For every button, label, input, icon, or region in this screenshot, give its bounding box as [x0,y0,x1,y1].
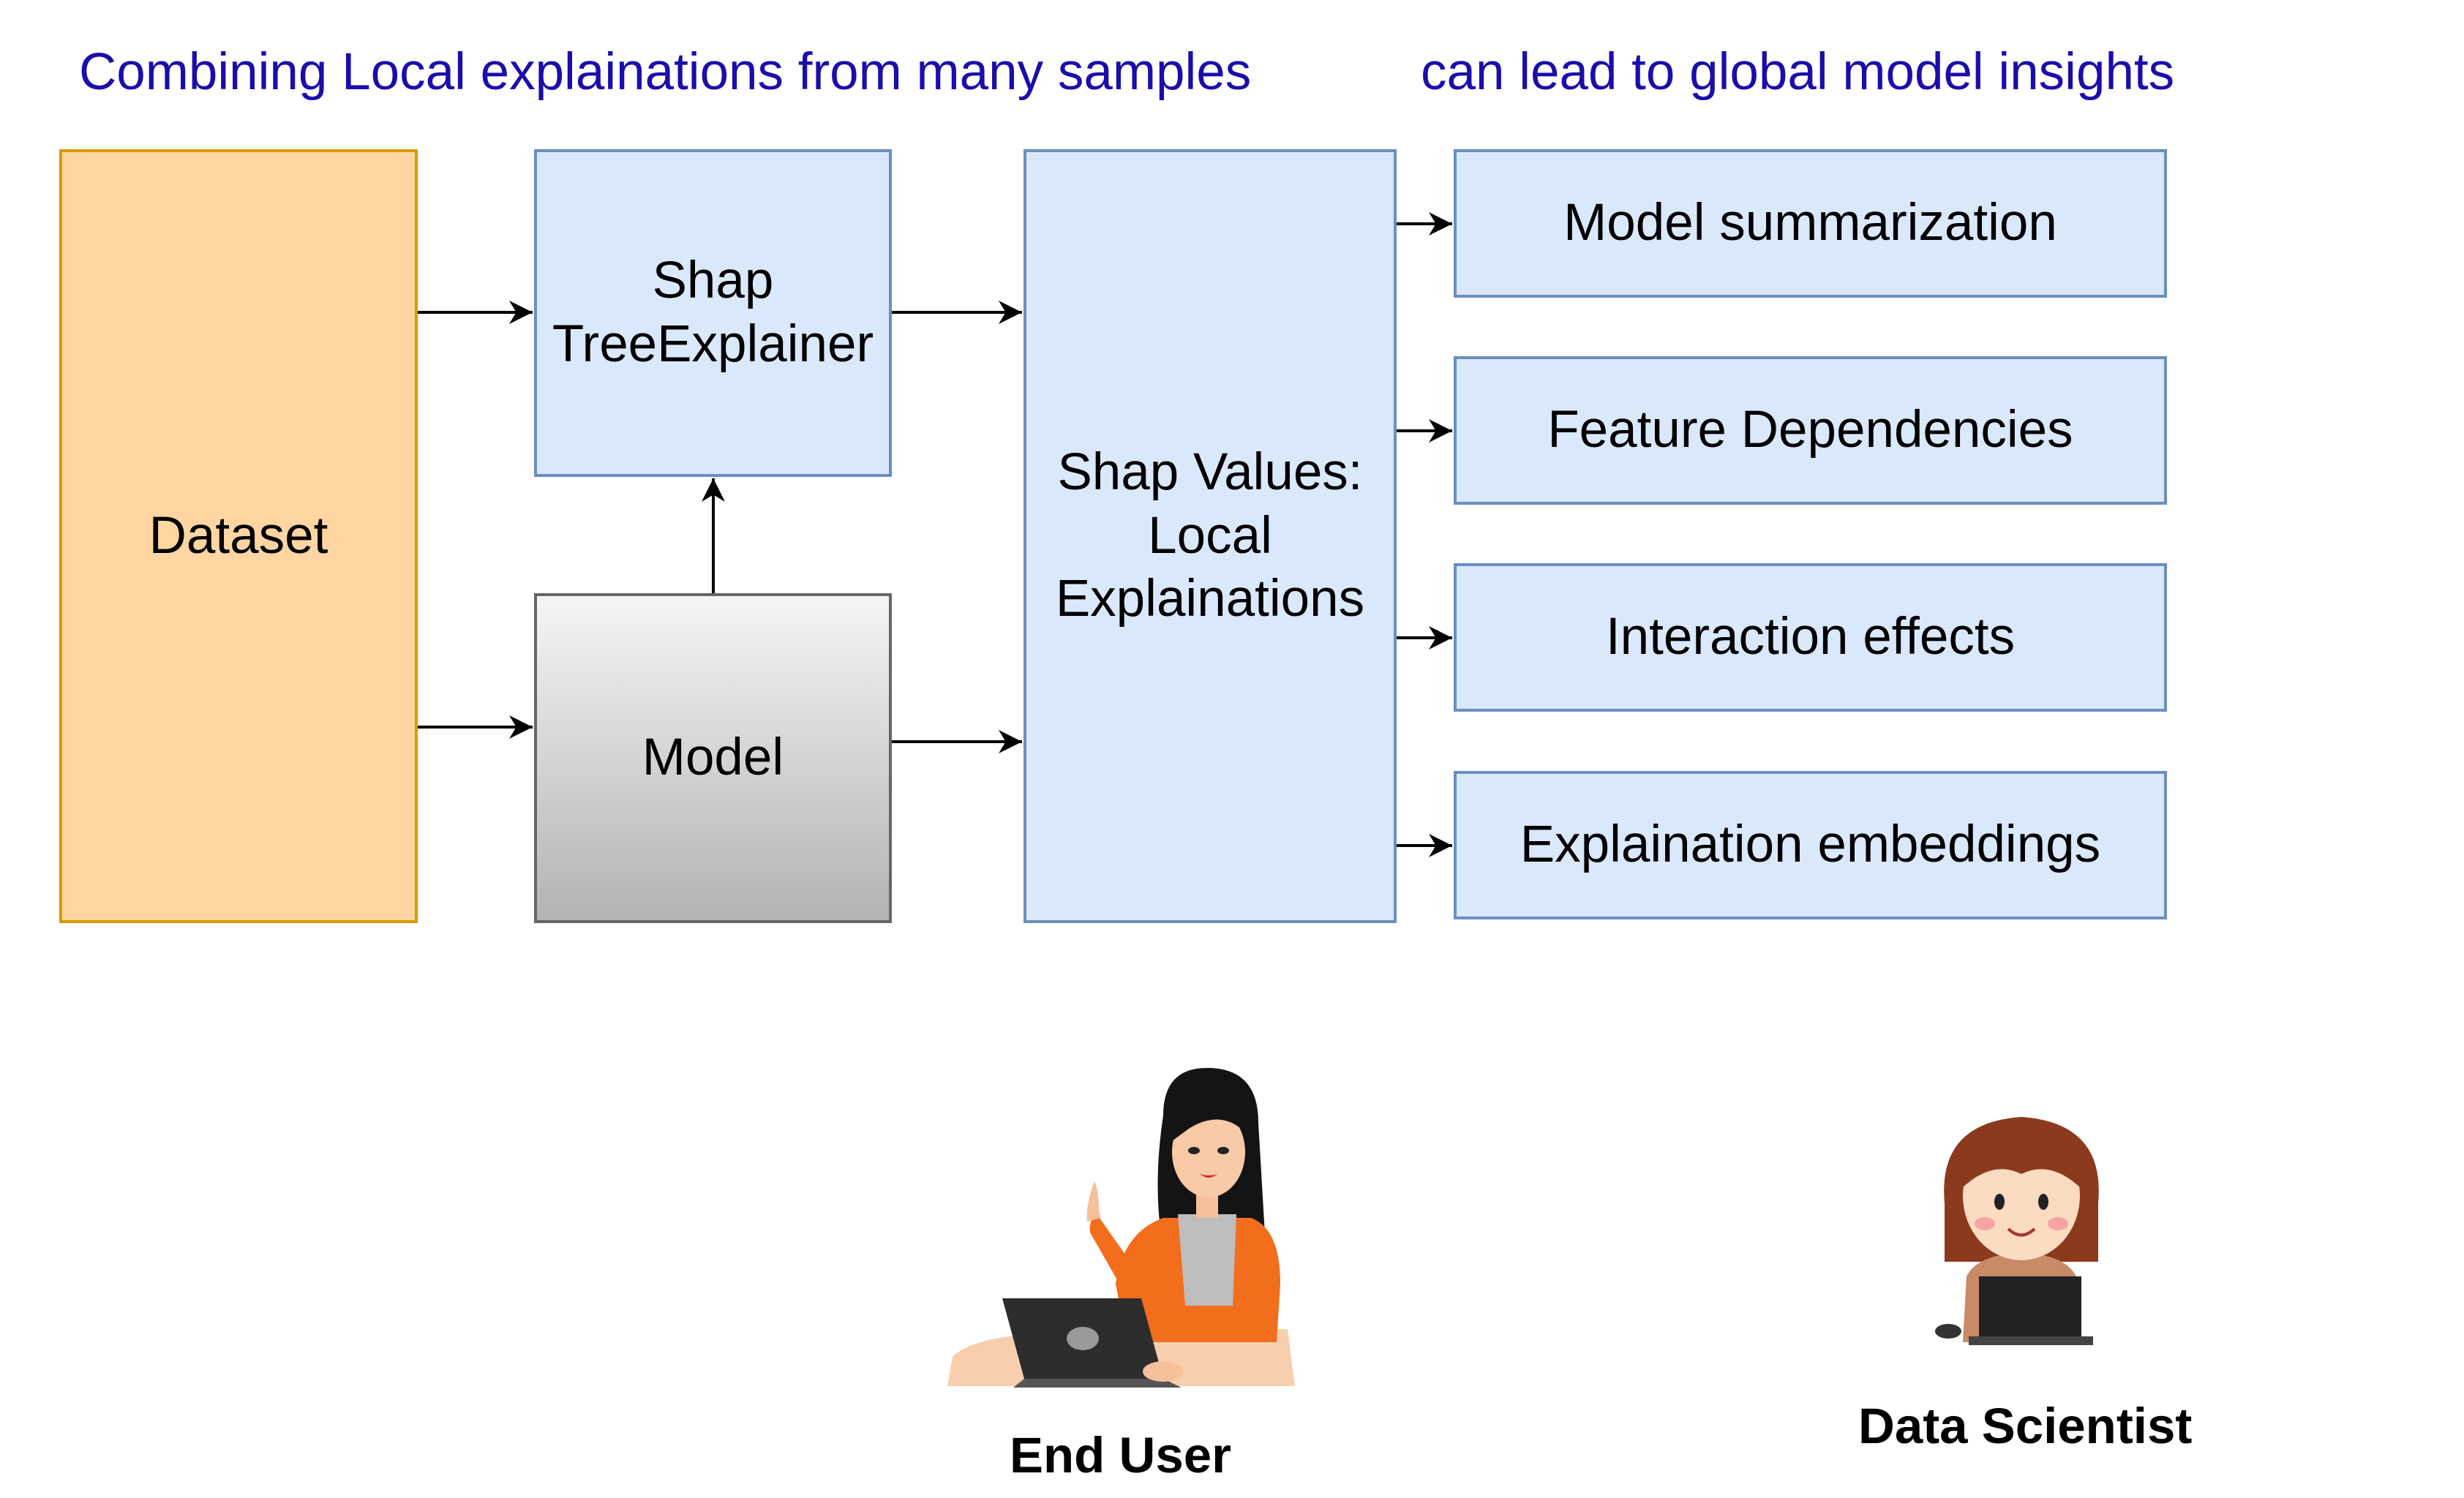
model-box: Model [534,593,892,923]
model-summarization-label: Model summarization [1563,194,2057,252]
interaction-effects-box: Interaction effects [1454,563,2167,712]
shap-values-line2: Local [1148,506,1272,565]
model-label: Model [642,729,784,787]
shap-values-box: Shap Values: Local Explainations [1023,149,1397,923]
shap-label-line2: TreeExplainer [552,315,874,373]
feature-dependencies-box: Feature Dependencies [1454,356,2167,505]
data-scientist-label: Data Scientist [1858,1398,2193,1454]
end-user-label: End User [1010,1427,1231,1483]
dataset-label: Dataset [149,506,328,565]
dataset-box: Dataset [59,149,418,923]
header-right: can lead to global model insights [1421,43,2175,101]
data-scientist-illustration [1935,1117,2099,1345]
interaction-effects-label: Interaction effects [1605,608,2016,666]
shap-values-line1: Shap Values: [1057,443,1363,502]
shap-label-line1: Shap [652,252,774,310]
explaination-embeddings-box: Explaination embeddings [1454,771,2167,919]
end-user-illustration [947,1068,1295,1388]
feature-dependencies-label: Feature Dependencies [1547,401,2073,459]
shap-treeexplainer-box: Shap TreeExplainer [534,149,892,477]
shap-values-line3: Explainations [1055,570,1365,628]
header-left: Combining Local explainations from many … [79,43,1252,101]
model-summarization-box: Model summarization [1454,149,2167,298]
explaination-embeddings-label: Explaination embeddings [1520,816,2101,874]
